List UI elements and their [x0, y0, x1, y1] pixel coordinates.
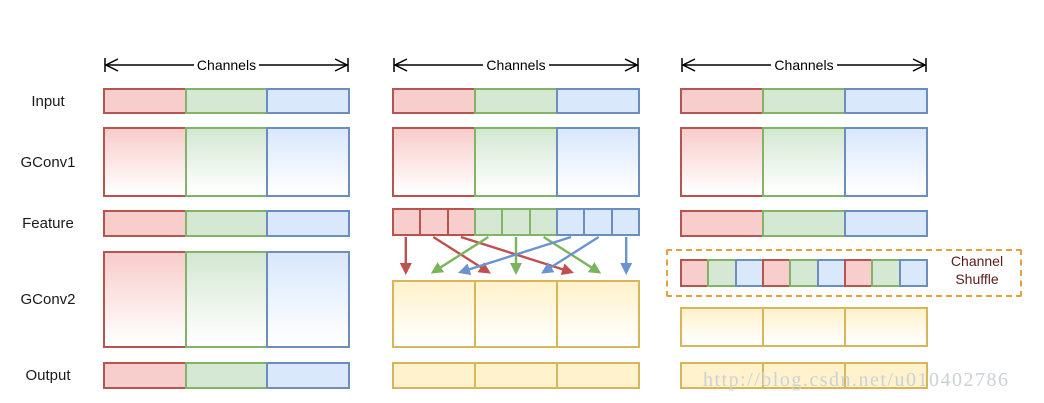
gconv2-bar-right	[680, 307, 928, 347]
red-channel-group	[103, 251, 187, 348]
red-channel-cell	[446, 208, 476, 236]
input-bar-right	[680, 88, 928, 114]
blue-channel-group	[266, 251, 351, 348]
row-label-output: Output	[25, 367, 71, 384]
feature-bar-right	[680, 210, 928, 237]
red-channel-group	[680, 210, 764, 237]
red-channel-group	[680, 127, 764, 197]
yellow-group-segment	[762, 362, 846, 389]
green-channel-cell	[707, 259, 737, 287]
channel-shuffle-dashed-box	[666, 249, 1022, 297]
blue-shuffle-arrow	[458, 235, 572, 275]
blue-channel-group	[266, 362, 351, 389]
red-channel-group	[103, 210, 187, 237]
yellow-group-segment	[556, 362, 640, 389]
yellow-group-segment	[392, 280, 476, 348]
row-label-gconv2: GConv2	[20, 291, 76, 308]
red-channel-cell	[680, 259, 710, 287]
yellow-group-segment	[474, 362, 558, 389]
blue-channel-group	[844, 88, 928, 114]
feature-bar-left	[103, 210, 351, 237]
blue-channel-cell	[816, 259, 846, 287]
green-channel-group	[474, 127, 558, 197]
red-channel-cell	[392, 208, 422, 236]
red-channel-group	[392, 127, 476, 197]
green-shuffle-arrow	[430, 235, 490, 274]
red-channel-group	[103, 362, 187, 389]
red-channel-group	[103, 88, 187, 114]
input-bar-middle	[392, 88, 640, 114]
green-channel-group	[762, 127, 846, 197]
yellow-group-segment	[844, 362, 928, 389]
yellow-group-segment	[762, 307, 846, 347]
channels-dimension-arrow-left: Channels	[103, 57, 350, 73]
channels-label: Channels	[771, 57, 837, 73]
red-channel-group	[392, 88, 476, 114]
yellow-group-segment	[680, 307, 764, 347]
yellow-group-segment	[392, 362, 476, 389]
blue-channel-group	[556, 88, 640, 114]
blue-channel-group	[556, 127, 640, 197]
green-channel-group	[184, 88, 269, 114]
shuffle-arrows	[399, 235, 633, 275]
channels-label: Channels	[193, 57, 260, 73]
output-bar-middle	[392, 362, 640, 389]
gconv2-bar-left	[103, 251, 351, 348]
blue-channel-group	[266, 210, 351, 237]
gconv2-bar-middle	[392, 280, 640, 348]
green-channel-group	[762, 88, 846, 114]
gconv1-bar-middle	[392, 127, 640, 197]
gconv1-bar-left	[103, 127, 351, 197]
row-label-gconv1: GConv1	[20, 154, 76, 171]
channels-label: Channels	[483, 57, 549, 73]
green-channel-group	[474, 88, 558, 114]
row-label-input: Input	[31, 93, 65, 110]
shuffled-cells-bar-right	[680, 259, 928, 287]
watermark-text: http://blog.csdn.net/u010402786	[703, 369, 1010, 391]
blue-channel-cell	[583, 208, 613, 236]
gconv1-bar-right	[680, 127, 928, 197]
blue-channel-group	[844, 127, 928, 197]
green-channel-group	[184, 210, 269, 237]
red-channel-group	[680, 88, 764, 114]
red-channel-group	[103, 127, 187, 197]
green-channel-group	[762, 210, 846, 237]
green-channel-cell	[528, 208, 558, 236]
green-channel-cell	[789, 259, 819, 287]
green-channel-cell	[501, 208, 531, 236]
channels-dimension-arrow-right: Channels	[680, 57, 928, 73]
blue-channel-cell	[610, 208, 640, 236]
blue-channel-cell	[734, 259, 764, 287]
green-channel-group	[184, 362, 269, 389]
yellow-group-segment	[844, 307, 928, 347]
green-channel-group	[184, 251, 269, 348]
row-label-feature: Feature	[22, 215, 74, 232]
green-channel-group	[184, 127, 269, 197]
red-channel-cell	[419, 208, 449, 236]
blue-channel-cell	[555, 208, 586, 236]
channel-shuffle-label: Channel Shuffle	[950, 253, 1004, 287]
blue-channel-group	[844, 210, 928, 237]
yellow-group-segment	[556, 280, 640, 348]
yellow-group-segment	[474, 280, 558, 348]
feature-cells-bar-middle	[392, 208, 640, 236]
red-channel-cell	[761, 259, 792, 287]
red-channel-cell	[843, 259, 874, 287]
output-bar-right	[680, 362, 928, 389]
blue-channel-cell	[898, 259, 928, 287]
input-bar-left	[103, 88, 351, 114]
green-channel-cell	[473, 208, 504, 236]
output-bar-left	[103, 362, 351, 389]
green-channel-cell	[871, 259, 901, 287]
channels-dimension-arrow-middle: Channels	[392, 57, 640, 73]
blue-channel-group	[266, 88, 351, 114]
blue-channel-group	[266, 127, 351, 197]
blue-shuffle-arrow	[541, 235, 600, 274]
